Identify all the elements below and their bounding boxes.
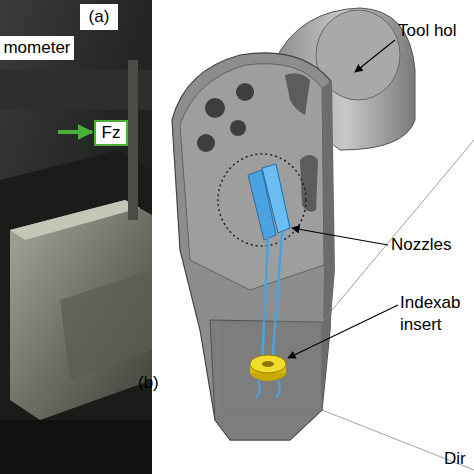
tag-text: Fz	[102, 123, 121, 143]
force-tag: Fz	[94, 120, 128, 146]
panel-tag: (a)	[80, 4, 118, 30]
part-name: Tool hol	[398, 20, 457, 42]
panel-label: (b)	[138, 372, 159, 394]
tag-text: mometer	[3, 38, 70, 58]
part-name: Indexab insert	[400, 292, 472, 336]
photo-panel	[0, 0, 152, 474]
tool-holder-drawing	[172, 8, 474, 470]
part-name: Dir	[444, 448, 466, 470]
tag-text: (a)	[89, 7, 110, 27]
indexable-insert	[250, 355, 286, 398]
nozzles	[248, 164, 290, 365]
part-name: Nozzles	[391, 234, 451, 256]
instrument-tag: mometer	[0, 36, 74, 60]
